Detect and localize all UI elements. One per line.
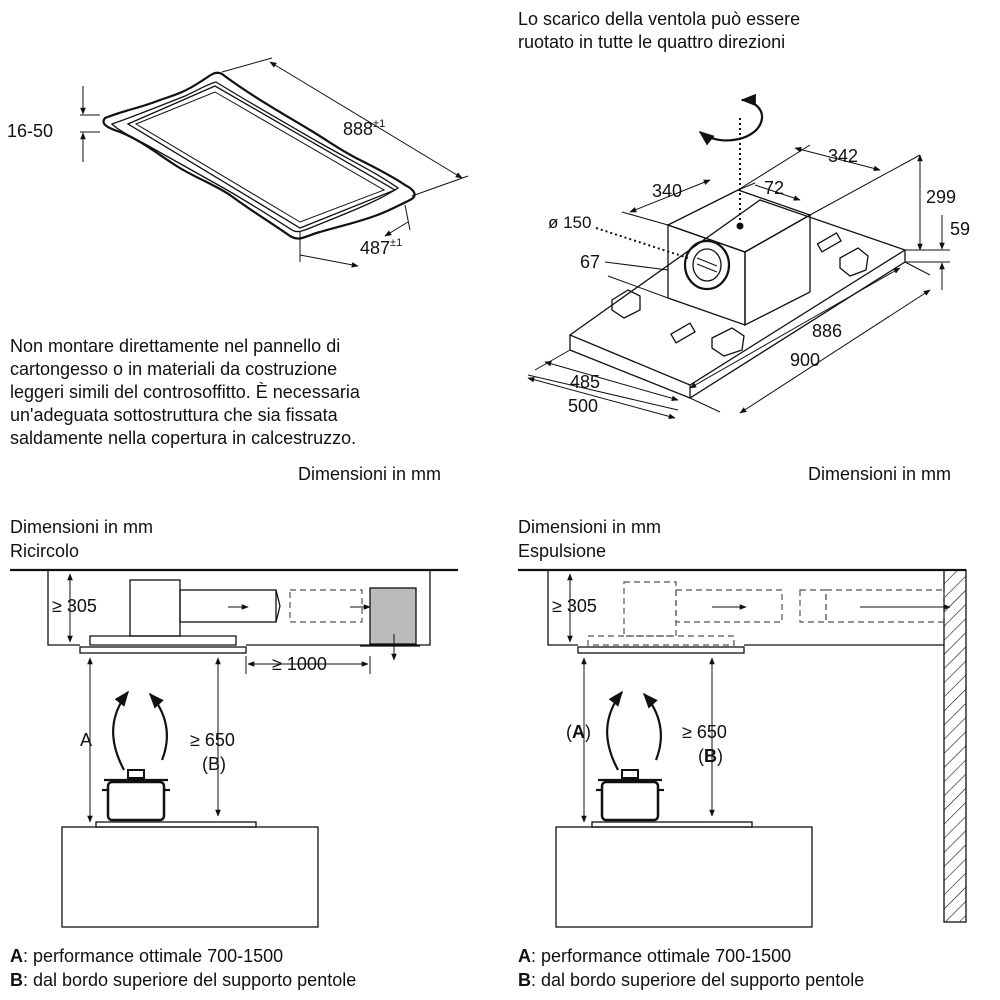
dim-height-b: ≥ 650 <box>190 730 235 750</box>
units-caption-bottom-left: Dimensioni in mm <box>10 517 153 537</box>
legend-bottom-left: A: performance ottimale 700-1500 B: dal … <box>10 946 356 990</box>
kitchen-counter <box>61 826 319 928</box>
rotation-note-line-2: ruotato in tutte le quattro direzioni <box>518 32 785 52</box>
dim-diameter: ø 150 <box>548 213 591 232</box>
mounting-bracket-front <box>711 327 745 357</box>
legend-bottom-right: A: performance ottimale 700-1500 B: dal … <box>518 946 864 990</box>
dim-340: 340 <box>652 181 682 201</box>
dim-900: 900 <box>790 350 820 370</box>
svg-text:B: dal bordo superiore del sup: B: dal bordo superiore del supporto pent… <box>518 970 864 990</box>
units-caption-top-left: Dimensioni in mm <box>298 464 441 484</box>
rotation-arrow-icon <box>698 93 764 146</box>
dim-299: 299 <box>926 187 956 207</box>
recirculation-box <box>369 587 417 645</box>
ceiling-panel-outline <box>102 71 416 240</box>
hood-unit <box>79 646 247 654</box>
rotation-note-line-1: Lo scarico della ventola può essere <box>518 9 800 29</box>
mode-title-recirculation: Ricircolo <box>10 541 79 561</box>
cooking-pot-icon <box>102 769 170 822</box>
warning-line-4: un'adeguata sottostruttura che sia fissa… <box>10 405 339 425</box>
dim-thickness: 16-50 <box>7 121 53 141</box>
dim-ceiling-gap-exhaust: ≥ 305 <box>552 596 597 616</box>
dim-485: 485 <box>570 372 600 392</box>
cooktop <box>95 821 257 828</box>
dim-ceiling-gap: ≥ 305 <box>52 596 97 616</box>
units-caption-top-right: Dimensioni in mm <box>808 464 951 484</box>
hood-unit-exhaust <box>577 646 745 654</box>
cutout-opening <box>126 85 397 229</box>
dim-59: 59 <box>950 219 970 239</box>
warning-line-1: Non montare direttamente nel pannello di <box>10 336 340 356</box>
label-a: A <box>80 730 92 750</box>
hood-isometric-drawing: Lo scarico della ventola può essere ruot… <box>518 9 970 420</box>
exterior-wall <box>943 569 967 923</box>
dim-side-gap: ≥ 1000 <box>272 654 327 674</box>
dim-height-b-exhaust: ≥ 650 <box>682 722 727 742</box>
svg-text:B: dal bordo superiore del sup: B: dal bordo superiore del supporto pent… <box>10 970 356 990</box>
label-b-exhaust: (B) <box>698 746 723 766</box>
exhaust-drawing: Dimensioni in mm Espulsione ≥ 305 (A) ≥ … <box>518 517 967 928</box>
warning-line-5: saldamente nella copertura in calcestruz… <box>10 428 356 448</box>
steam-arrow-right-icon <box>148 692 168 761</box>
steam-arrow-left-icon <box>112 690 129 771</box>
dim-342: 342 <box>828 146 858 166</box>
mounting-bracket-left <box>611 289 641 319</box>
dim-500: 500 <box>568 396 598 416</box>
mode-title-exhaust: Espulsione <box>518 541 606 561</box>
warning-line-3: leggeri simili del controsoffitto. È nec… <box>10 382 361 402</box>
mounting-bracket-right <box>839 247 869 277</box>
warning-line-2: cartongesso o in materiali da costruzion… <box>10 359 337 379</box>
dim-886: 886 <box>812 321 842 341</box>
cooking-pot-icon-exhaust <box>596 769 664 822</box>
dim-67: 67 <box>580 252 600 272</box>
units-caption-bottom-right: Dimensioni in mm <box>518 517 661 537</box>
kitchen-counter-exhaust <box>555 826 813 928</box>
exhaust-outlet <box>683 239 731 291</box>
cutout-panel-drawing: 16-50 888±1 487±1 <box>7 57 469 268</box>
svg-text:A: performance ottimale 700-15: A: performance ottimale 700-1500 <box>518 946 791 966</box>
recirculation-drawing: Dimensioni in mm Ricircolo ≥ 305 ≥ 1000 … <box>10 517 458 928</box>
cooktop-exhaust <box>591 821 753 828</box>
label-a-exhaust: (A) <box>566 722 591 742</box>
svg-text:A: performance ottimale 700-15: A: performance ottimale 700-1500 <box>10 946 283 966</box>
label-b: (B) <box>202 754 226 774</box>
steam-arrow-right-icon-exhaust <box>642 692 662 761</box>
steam-arrow-left-icon-exhaust <box>606 690 623 771</box>
dim-length: 888±1 <box>343 118 385 139</box>
dim-width: 487±1 <box>360 237 402 258</box>
mounting-warning: Non montare direttamente nel pannello di… <box>10 336 361 448</box>
dim-72: 72 <box>764 178 784 198</box>
